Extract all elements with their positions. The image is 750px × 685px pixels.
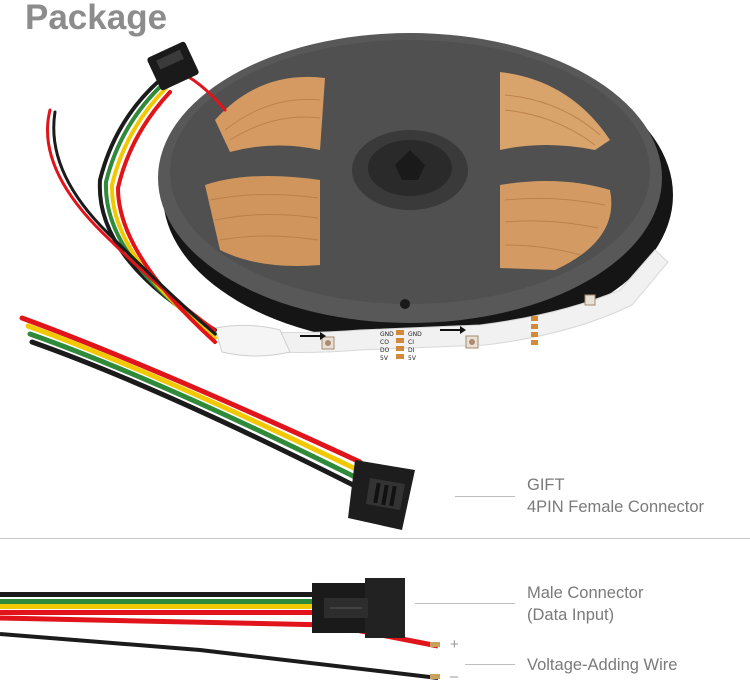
- page-title: Package: [25, 0, 168, 37]
- voltage-leader-line: [465, 664, 515, 665]
- gift-line1: GIFT: [527, 476, 565, 494]
- male-line1: Male Connector: [527, 584, 644, 602]
- strip-label: DO: [380, 347, 390, 354]
- strip-label: CI: [408, 339, 414, 346]
- male-leader-line: [415, 603, 515, 604]
- female-connector: [348, 460, 415, 530]
- gift-line2: 4PIN Female Connector: [527, 498, 704, 516]
- gift-leader-line: [455, 496, 515, 497]
- male-connector-label: Male Connector (Data Input): [527, 582, 643, 626]
- voltage-wire-label: Voltage-Adding Wire: [527, 656, 678, 674]
- gift-label: GIFT 4PIN Female Connector: [527, 474, 704, 518]
- strip-label: 5V: [380, 355, 389, 362]
- strip-label: GND: [380, 331, 394, 338]
- led-strip: [219, 249, 669, 353]
- male-connector: [312, 578, 405, 638]
- minus-sign: –: [450, 668, 459, 685]
- plus-sign: +: [450, 636, 459, 653]
- heat-shrink: [214, 324, 291, 357]
- male-line2: (Data Input): [527, 606, 615, 624]
- strip-label: DI: [408, 347, 415, 354]
- strip-label: GND: [408, 331, 422, 338]
- reel-windows: [205, 72, 612, 270]
- top-plug: [147, 41, 199, 91]
- strip-label: 5V: [408, 355, 417, 362]
- section-divider: [0, 538, 750, 539]
- strip-label: CO: [380, 339, 389, 346]
